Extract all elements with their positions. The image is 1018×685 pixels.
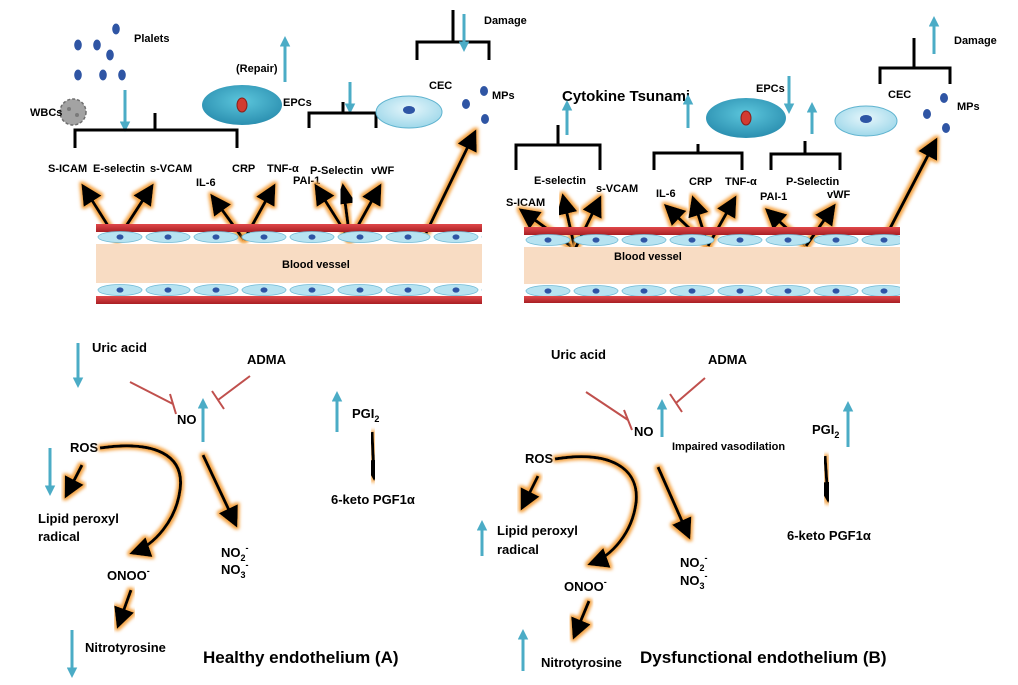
pai1-label: PAI-1 [293,175,320,187]
crp-label: CRP [689,176,712,188]
caption-a: Healthy endothelium (A) [203,648,399,667]
release-arrows [81,127,477,241]
vwf-label: vWF [827,189,851,201]
s-icam-label: S-ICAM [48,163,87,175]
microparticle-icon [923,93,950,133]
s-vcam-label: s-VCAM [150,163,192,175]
damage-brace [878,38,952,84]
inhibition-icon [669,377,706,413]
nitrotyrosine-label: Nitrotyrosine [85,640,166,655]
cytokine-brace [652,144,744,170]
cec-cell-icon [375,95,443,129]
inhibition-icon [211,375,251,410]
coagulation-brace [769,141,842,170]
epcs-label: EPCs [283,97,312,109]
ros-curve-arrow [99,444,183,557]
s-icam-label: S-ICAM [506,197,545,209]
coagulation-brace [307,102,378,128]
no2-label: NO2- [221,543,249,563]
damage-label: Damage [484,15,527,27]
platelets-label: Plalets [134,33,169,45]
vessel-label: Blood vessel [614,251,682,263]
lipid-line2: radical [497,542,539,557]
pai1-label: PAI-1 [760,191,787,203]
uric-acid-label: Uric acid [551,347,606,362]
adhesion-brace [514,125,602,170]
adma-label: ADMA [708,352,748,367]
uric-acid-label: Uric acid [92,340,147,355]
damage-label: Damage [954,35,997,47]
p-selectin-label: P-Selectin [310,165,363,177]
vessel-label: Blood vessel [282,259,350,271]
ros-label: ROS [70,440,99,455]
pgi2-label: PGI2 [812,422,839,440]
mps-label: MPs [957,101,980,113]
lipid-line1: Lipid peroxyl [497,523,578,538]
lipid-line2: radical [38,529,80,544]
e-selectin-label: E-selectin [93,163,145,175]
no3-label: NO3- [221,560,249,580]
no-label: NO [177,412,197,427]
wbc-icon [59,98,87,126]
s-vcam-label: s-VCAM [596,183,638,195]
ros-label: ROS [525,451,554,466]
panel-a: Plalets WBCs S-ICAM E-selectin s-VCAM IL… [30,10,527,678]
vwf-label: vWF [371,165,395,177]
no2-arrow [656,466,692,540]
tnf-alpha-label: TNF-α [725,176,757,188]
cec-label: CEC [888,89,911,101]
inhibition-icon [585,391,633,431]
nitrotyrosine-label: Nitrotyrosine [541,655,622,670]
cec-cell-icon [834,105,898,137]
epc-cell-icon [706,98,786,138]
platelet-icon [74,23,126,81]
cytokine-tsunami-label: Cytokine Tsunami [562,88,690,105]
no3-label: NO3- [680,571,708,591]
adhesion-brace [73,113,239,148]
impaired-vasodilation-label: Impaired vasodilation [672,441,785,453]
nitro-arrow [114,589,134,629]
ros-curve-arrow [554,455,638,568]
wbcs-label: WBCs [30,107,62,119]
no2-arrow [201,454,238,528]
microparticle-icon [462,86,489,124]
keto-arrow [816,455,838,503]
onoo-label: ONOO- [107,566,150,583]
keto-label: 6-keto PGF1α [331,492,415,507]
pgi2-label: PGI2 [352,406,379,424]
no-label: NO [634,424,654,439]
lipid-arrow [520,475,540,511]
e-selectin-label: E-selectin [534,175,586,187]
cec-label: CEC [429,80,452,92]
mps-label: MPs [492,90,515,102]
epc-cell-icon [202,85,282,125]
il6-label: IL-6 [656,188,676,200]
repair-label: (Repair) [236,63,278,75]
p-selectin-label: P-Selectin [786,176,839,188]
inhibition-icon [129,381,177,415]
keto-label: 6-keto PGF1α [787,528,871,543]
no2-label: NO2- [680,553,708,573]
panel-b: Cytokine Tsunami E-selectin S-ICAM s-VCA… [476,16,997,671]
il6-label: IL-6 [196,177,216,189]
blood-vessel [96,224,482,304]
tnf-alpha-label: TNF-α [267,163,299,175]
onoo-label: ONOO- [564,577,607,594]
epcs-label: EPCs [756,83,785,95]
nitro-arrow [571,600,591,640]
damage-brace [415,10,491,60]
lipid-arrow [64,464,84,499]
keto-arrow [362,431,384,481]
blood-vessel [524,227,900,303]
adma-label: ADMA [247,352,287,367]
lipid-line1: Lipid peroxyl [38,511,119,526]
caption-b: Dysfunctional endothelium (B) [640,648,887,667]
crp-label: CRP [232,163,255,175]
